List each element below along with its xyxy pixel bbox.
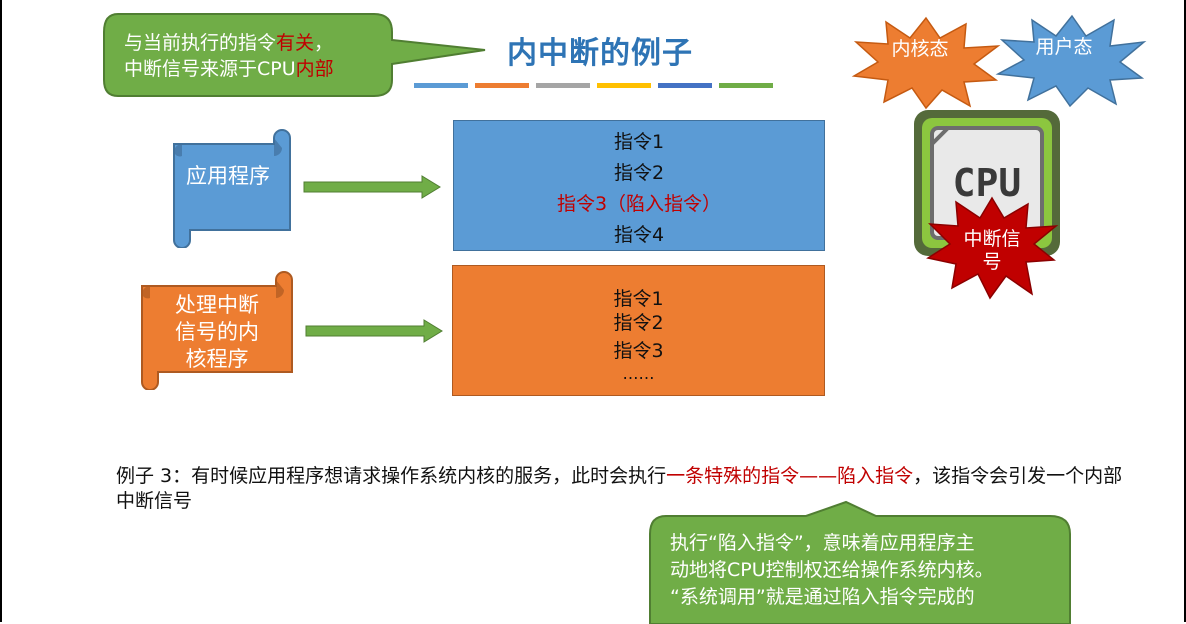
kernel-instruction-box: 指令1 指令2 指令3 …… [452,265,825,396]
title-underline-segment [475,83,529,88]
bottom-callout-line1: 执行“陷入指令”，意味着应用程序主 [670,532,975,554]
title-underline-segment [597,83,651,88]
callout-line1-plain: 与当前执行的指令 [124,32,277,54]
app-scroll-shape [173,129,291,248]
top-callout-text: 与当前执行的指令有关， 中断信号来源于CPU内部 [124,30,384,82]
interrupt-signal-label: 中断信号 [963,228,1021,273]
top-callout-line1: 与当前执行的指令有关， [124,30,384,56]
arrow-kernel-to-box [305,319,443,343]
kernel-scroll-label: 处理中断信号的内核程序 [175,293,259,371]
slide-left-border [0,0,2,622]
kernel-mode-burst [851,16,1001,110]
example-highlight: 一条特殊的指令——陷入指令 [666,465,914,487]
kernel-mode-label: 内核态 [891,38,949,60]
app-instruction-1: 指令1 [613,131,665,153]
top-callout-shape [103,13,486,97]
callout-line2-highlight: 内部 [295,58,334,80]
kernel-instruction-1: 指令1 [613,288,664,310]
user-mode-burst [995,14,1147,108]
app-instruction-box: 指令1 指令2 指令3（陷入指令） 指令4 [453,120,825,251]
app-instruction-4: 指令4 [613,224,665,246]
callout-line2-plain: 中断信号来源于CPU [124,58,296,80]
app-instruction-2: 指令2 [613,162,665,184]
bottom-callout-text: 执行“陷入指令”，意味着应用程序主 动地将CPU控制权还给操作系统内核。 “系统… [670,530,1066,611]
bottom-callout-line3: “系统调用”就是通过陷入指令完成的 [670,586,975,608]
callout-line1-highlight: 有关 [276,32,315,54]
kernel-instruction-2: 指令2 [613,312,664,334]
title-underline-segment [536,83,590,88]
app-scroll-label: 应用程序 [186,164,270,188]
arrow-app-to-box [303,175,441,199]
example-prefix: 例子 3：有时候应用程序想请求操作系统内核的服务，此时会执行 [116,465,667,487]
slide-right-border [1184,0,1186,622]
kernel-instruction-ellipsis: …… [622,364,655,383]
bottom-callout-shape [649,500,1071,624]
top-callout-line2: 中断信号来源于CPU内部 [124,56,384,82]
kernel-instruction-3: 指令3 [613,340,664,362]
callout-line1-tail: ， [314,32,334,54]
user-mode-label: 用户态 [1035,36,1093,58]
kernel-scroll-shape [141,271,293,390]
title-underline-segment [719,83,773,88]
app-instruction-3-trap: 指令3（陷入指令） [556,193,722,215]
title-underline-segment [658,83,712,88]
cpu-chip-label: CPU [953,161,1022,205]
slide-title: 内中断的例子 [507,36,693,71]
bottom-callout-line2: 动地将CPU控制权还给操作系统内核。 [670,559,994,581]
example-suffix: ，该指令会引发一个内部中断信号 [116,465,1123,512]
interrupt-signal-burst [926,196,1059,300]
example-paragraph: 例子 3：有时候应用程序想请求操作系统内核的服务，此时会执行一条特殊的指令——陷… [116,464,1126,514]
title-underline-segment [414,83,468,88]
